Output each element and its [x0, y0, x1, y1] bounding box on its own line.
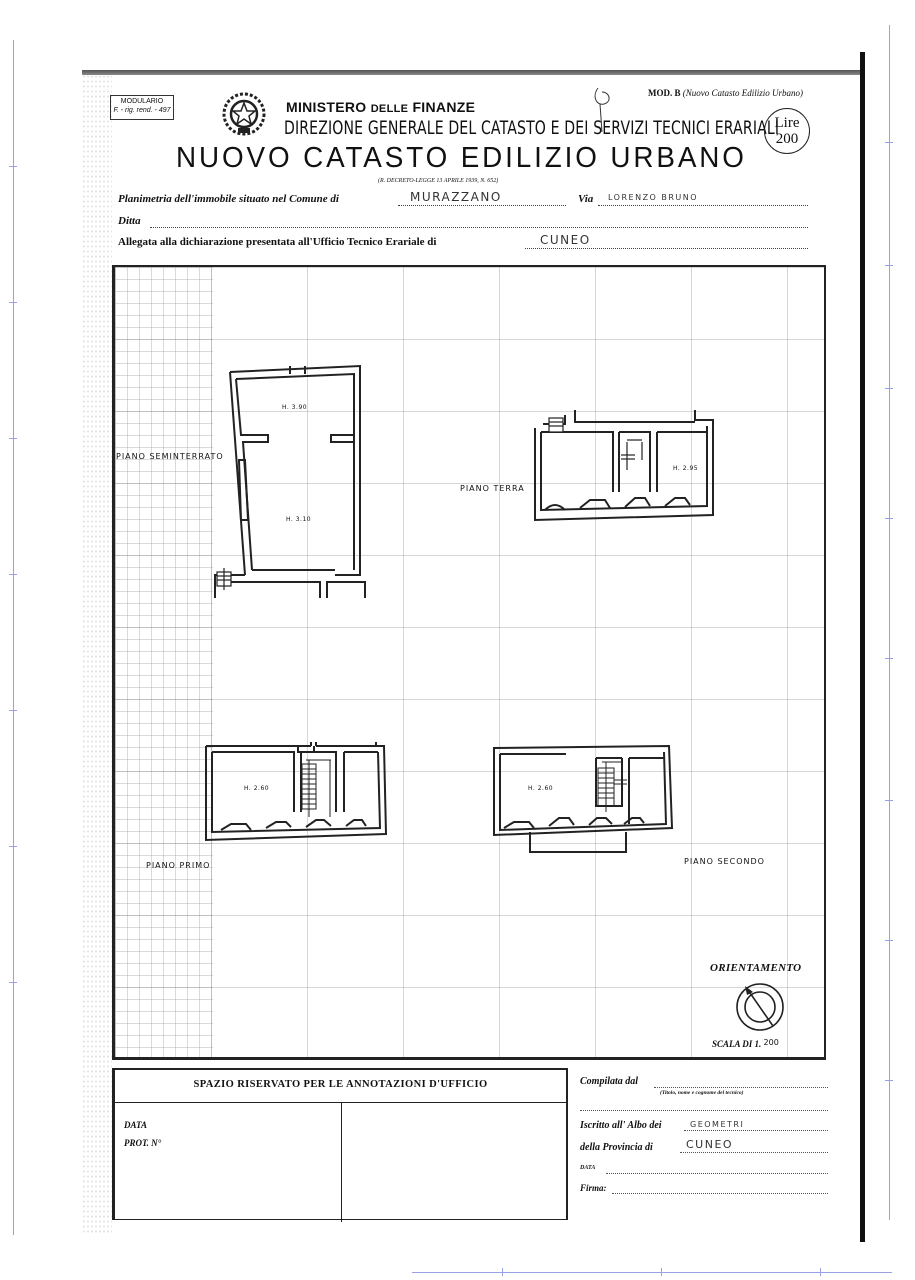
lire-value: 200	[775, 131, 799, 147]
ruler-tick	[885, 518, 893, 519]
compiler-panel: Compilata dal (Titolo, nome e cognome de…	[567, 1068, 828, 1220]
scan-ruler-left	[13, 40, 14, 1235]
ditta-field-line[interactable]	[150, 215, 808, 228]
via-field-line[interactable]	[598, 193, 808, 206]
height-label: H. 2.60	[244, 785, 270, 792]
ruler-tick	[502, 1268, 503, 1276]
annotations-title: SPAZIO RISERVATO PER LE ANNOTAZIONI D'UF…	[115, 1070, 566, 1103]
firma-field-line[interactable]	[612, 1183, 828, 1194]
compilata-field-line[interactable]	[654, 1077, 828, 1088]
scan-ruler-right	[889, 25, 890, 1220]
ruler-tick	[885, 800, 893, 801]
handwritten-mark-icon	[594, 87, 610, 133]
model-label: MOD. B	[648, 88, 681, 98]
via-field-value: LORENZO BRUNO	[608, 193, 699, 202]
floor-plan-drawing-area	[112, 265, 826, 1060]
decree-reference: (R. DECRETO-LEGGE 13 APRILE 1939, N. 652…	[378, 178, 499, 184]
ministry-finanze: FINANZE	[412, 99, 476, 115]
annotations-data-label: DATA	[124, 1120, 148, 1130]
height-label: H. 3.90	[282, 404, 308, 411]
floor-label-secondo: PIANO SECONDO	[684, 857, 765, 866]
compilata-field-line-2[interactable]	[580, 1100, 828, 1111]
ufficio-field-value: CUNEO	[540, 233, 591, 247]
ruler-tick	[885, 658, 893, 659]
scale-label: SCALA DI 1. 200	[712, 1038, 779, 1049]
compiler-data-label: DATA	[580, 1165, 596, 1171]
modulario-line2: F. - rig. rend. - 497	[113, 107, 171, 114]
floor-plan-primo	[205, 742, 388, 842]
scale-value: 200	[763, 1038, 779, 1047]
page-top-rule	[82, 70, 864, 75]
floor-label-primo: PIANO PRIMO	[146, 861, 211, 870]
drawing-grid-margin	[115, 267, 213, 1057]
lire-stamp: Lire 200	[764, 108, 810, 154]
ruler-tick	[885, 940, 893, 941]
albo-label: Iscritto all' Albo dei	[580, 1120, 662, 1131]
annotations-divider	[341, 1102, 342, 1222]
floor-label-terra: PIANO TERRA	[460, 484, 525, 493]
ruler-tick	[9, 574, 17, 575]
height-label: H. 3.10	[286, 516, 312, 523]
ditta-label: Ditta	[118, 215, 141, 227]
compiler-data-field-line[interactable]	[606, 1163, 828, 1174]
provincia-field-line[interactable]	[680, 1142, 828, 1153]
floor-plan-terra	[534, 410, 714, 522]
orientation-label: ORIENTAMENTO	[710, 962, 802, 974]
ministry-name: MINISTERO DELLE FINANZE	[286, 99, 475, 115]
model-code: MOD. B (Nuovo Catasto Edilizio Urbano)	[648, 88, 803, 98]
height-label: H. 2.95	[673, 465, 699, 472]
model-note: (Nuovo Catasto Edilizio Urbano)	[682, 88, 804, 98]
ruler-tick	[885, 388, 893, 389]
ruler-tick	[9, 302, 17, 303]
page-right-rule	[860, 52, 865, 1242]
annotations-prot-label: PROT. N°	[124, 1138, 162, 1148]
ruler-tick	[885, 142, 893, 143]
allegata-label: Allegata alla dichiarazione presentata a…	[118, 236, 437, 248]
directorate-title: DIREZIONE GENERALE DEL CATASTO E DEI SER…	[284, 117, 780, 139]
firma-label: Firma:	[580, 1183, 607, 1193]
italian-republic-emblem-icon	[222, 92, 266, 136]
albo-field-value: GEOMETRI	[690, 1120, 745, 1129]
scan-ruler-bottom	[412, 1272, 892, 1273]
office-annotations-box: SPAZIO RISERVATO PER LE ANNOTAZIONI D'UF…	[112, 1068, 567, 1222]
ministry-delle: DELLE	[370, 103, 409, 115]
comune-field-value: MURAZZANO	[410, 190, 502, 204]
floor-plan-seminterrato	[214, 364, 366, 598]
compilata-label: Compilata dal	[580, 1076, 639, 1087]
floor-label-seminterrato: PIANO SEMINTERRATO	[116, 452, 224, 461]
scan-noise-margin	[82, 74, 112, 1234]
albo-field-line[interactable]	[684, 1120, 828, 1131]
provincia-field-value: CUNEO	[686, 1138, 734, 1151]
height-label: H. 2.60	[528, 785, 554, 792]
modulario-line1: MODULARIO	[120, 98, 164, 105]
ruler-tick	[661, 1268, 662, 1276]
ruler-tick	[9, 846, 17, 847]
ufficio-field-line[interactable]	[525, 236, 808, 249]
comune-field-line[interactable]	[398, 193, 566, 206]
ruler-tick	[9, 982, 17, 983]
ministry-word: MINISTERO	[286, 99, 367, 115]
scale-prefix: SCALA DI 1.	[712, 1039, 762, 1049]
ruler-tick	[885, 265, 893, 266]
document-title: NUOVO CATASTO EDILIZIO URBANO	[176, 142, 747, 174]
ruler-tick	[820, 1268, 821, 1276]
ruler-tick	[885, 1080, 893, 1081]
north-arrow-compass-icon	[736, 983, 784, 1031]
floor-plan-secondo	[493, 744, 674, 853]
lire-label: Lire	[774, 115, 800, 131]
compilata-hint: (Titolo, nome e cognome del tecnico)	[660, 1090, 744, 1096]
ruler-tick	[9, 710, 17, 711]
ruler-tick	[9, 438, 17, 439]
modulario-stamp: MODULARIO F. - rig. rend. - 497	[110, 95, 174, 120]
via-label: Via	[578, 193, 594, 205]
ruler-tick	[9, 166, 17, 167]
planimetria-label: Planimetria dell'immobile situato nel Co…	[118, 193, 339, 205]
provincia-label: della Provincia di	[580, 1142, 653, 1153]
